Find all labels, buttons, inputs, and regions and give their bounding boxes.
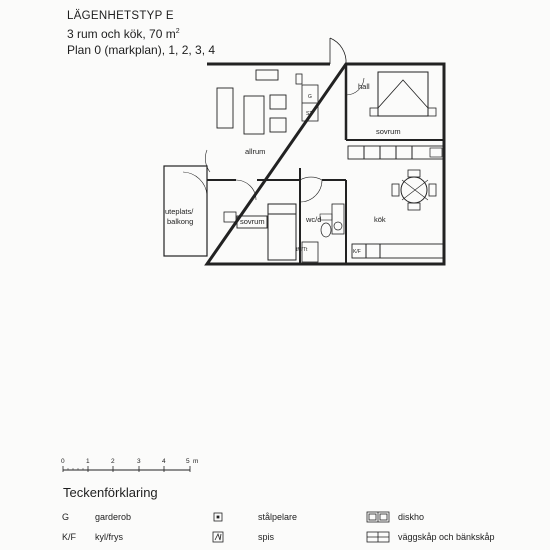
room-label-kitchen: kök [374, 215, 386, 224]
legend-label-kyl-frys: kyl/frys [95, 532, 123, 542]
room-label-bedroom-top: sovrum [376, 127, 401, 136]
legend-symbol-kf: K/F [62, 532, 77, 542]
armchair [269, 117, 287, 133]
room-label-balcony-line1: uteplats/ [165, 207, 194, 216]
bedroom-door [235, 179, 257, 201]
legend-symbol-g: G [62, 512, 70, 522]
stalpelare-icon [213, 512, 223, 522]
scale-tick-2: 2 [111, 458, 115, 465]
legend-label-diskho: diskho [398, 512, 425, 522]
scale-bar: 0 1 2 3 4 5 m [61, 458, 198, 472]
spis-icon [212, 531, 224, 543]
room-label-wc: wc/d [305, 215, 321, 224]
diskho-icon [366, 511, 390, 523]
wardrobe-label-g: G [308, 94, 312, 100]
scale-tick-1: 1 [86, 458, 90, 465]
toilet [320, 222, 332, 238]
vaggskap-icon [366, 531, 390, 543]
double-bed [377, 71, 429, 117]
scale-unit: m [193, 458, 198, 465]
wc-door [299, 176, 323, 181]
apartment-size: 3 rum och kök, 70 m2 [67, 24, 215, 42]
balcony [163, 165, 208, 257]
balcony-door [182, 171, 208, 196]
kitchen-bench [351, 243, 445, 259]
washer-label: tM/Tt [296, 247, 308, 253]
scale-tick-4: 4 [162, 458, 166, 465]
scale-tick-5: 5 [186, 458, 190, 465]
armchair [269, 94, 287, 110]
scale-tick-3: 3 [137, 458, 141, 465]
room-label-balcony-line2: balkong [167, 217, 193, 226]
room-label-living-room: allrum [245, 147, 265, 156]
single-bed [267, 203, 297, 261]
shelf [255, 69, 279, 81]
exterior-wall [204, 62, 446, 266]
coffee-table [243, 95, 265, 135]
legend-label-garderob: garderob [95, 512, 132, 522]
legend-label-stalpelare: stålpelare [258, 512, 298, 522]
room-label-hall: hall [358, 82, 370, 91]
sofa [216, 87, 234, 129]
shower [331, 203, 345, 235]
washing-machine [301, 241, 319, 263]
apartment-size-text: 3 rum och kök, 70 m [67, 27, 176, 41]
wardrobe-label-st: ST [306, 111, 312, 117]
apartment-type-title: LÄGENHETSTYP E [67, 10, 174, 22]
plan-levels: Plan 0 (markplan), 1, 2, 3, 4 [67, 43, 216, 57]
plan-header: LÄGENHETSTYP E 3 rum och kök, 70 m2 Plan… [67, 8, 215, 58]
hall-door [345, 77, 365, 96]
legend-label-vaggskap: väggskåp och bänkskåp [398, 532, 495, 542]
fridge-label: K/F [353, 249, 361, 255]
entrance-door [329, 37, 347, 65]
dining-table [400, 176, 428, 204]
room-label-bedroom-bottom: sovrum [240, 217, 265, 226]
legend-label-spis: spis [258, 532, 275, 542]
desk [236, 215, 268, 229]
legend-title: Teckenförklaring [63, 485, 158, 500]
square-superscript: 2 [175, 28, 180, 35]
scale-tick-0: 0 [61, 458, 65, 465]
